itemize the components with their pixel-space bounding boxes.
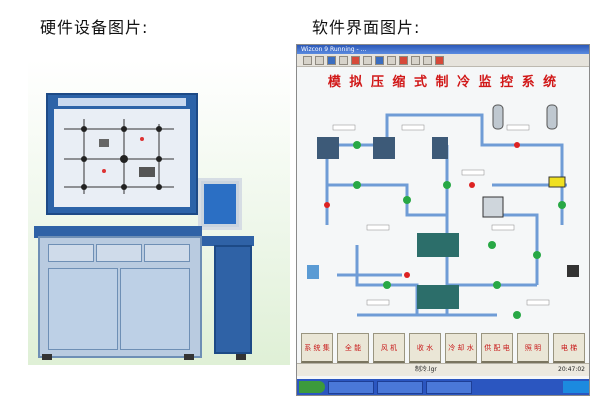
function-button[interactable]: 收 水 <box>409 333 441 363</box>
tank-icon <box>492 104 504 130</box>
hardware-photo <box>28 60 290 365</box>
status-time: 20:47:02 <box>558 366 585 373</box>
toolbar-icon[interactable] <box>351 55 360 65</box>
status-file: 制冷.lgr <box>415 366 437 373</box>
tank-icon <box>546 104 558 130</box>
panel-board <box>54 109 190 207</box>
chiller-icon <box>417 285 459 309</box>
system-tray <box>563 381 589 393</box>
toolbar-icon[interactable] <box>315 55 324 65</box>
side-desk-top <box>198 236 254 246</box>
toolbar-icon[interactable] <box>363 55 372 65</box>
toolbar-icon[interactable] <box>399 55 408 65</box>
pc-tower <box>214 245 252 354</box>
taskbar-item[interactable] <box>328 380 374 394</box>
panel-icon <box>307 265 319 279</box>
toolbar-icon[interactable] <box>411 55 420 65</box>
heat-exchanger-icon <box>482 196 504 218</box>
toolbar-icon[interactable] <box>339 55 348 65</box>
windows-taskbar <box>297 379 589 395</box>
function-button[interactable]: 照 明 <box>517 333 549 363</box>
toolbar <box>297 54 589 67</box>
function-button[interactable]: 供 配 电 <box>481 333 513 363</box>
caster <box>184 354 194 360</box>
cabinet-door <box>120 268 190 350</box>
desk-top <box>34 226 202 238</box>
caster <box>236 354 246 360</box>
software-screenshot: Wizcon 9 Running - ... 模 拟 压 缩 式 制 冷 监 控… <box>296 44 590 396</box>
function-button-row: 系 统 集 全 能 风 机 收 水 冷 却 水 供 配 电 照 明 电 梯 <box>301 333 585 363</box>
panel-wiring <box>64 119 174 194</box>
cabinet-door <box>48 268 118 350</box>
desk-cabinet <box>38 236 202 358</box>
toolbar-icon[interactable] <box>423 55 432 65</box>
function-button[interactable]: 冷 却 水 <box>445 333 477 363</box>
toolbar-icon[interactable] <box>327 55 336 65</box>
chiller-icon <box>417 233 459 257</box>
drawer <box>144 244 190 262</box>
hardware-caption: 硬件设备图片: <box>40 18 149 37</box>
label-tags <box>332 124 550 306</box>
sensor-icon <box>548 176 566 188</box>
drawer <box>96 244 142 262</box>
taskbar-item[interactable] <box>377 380 423 394</box>
toolbar-icon[interactable] <box>387 55 396 65</box>
valves <box>324 141 566 319</box>
panel-nameplate <box>58 98 186 106</box>
start-button[interactable] <box>299 381 325 393</box>
cooling-tower-icon <box>317 137 339 159</box>
refrigeration-diagram <box>307 104 579 319</box>
pump-icon <box>432 137 448 159</box>
panel-icon <box>567 265 579 277</box>
cooling-tower-icon <box>373 137 395 159</box>
status-bar: 制冷.lgr 20:47:02 <box>297 363 589 376</box>
software-caption: 软件界面图片: <box>312 18 421 37</box>
equipment <box>307 104 579 309</box>
monitor-screen <box>204 184 236 224</box>
function-button[interactable]: 全 能 <box>337 333 369 363</box>
computer-monitor <box>198 178 242 230</box>
toolbar-icon[interactable] <box>435 55 444 65</box>
window-titlebar: Wizcon 9 Running - ... <box>297 45 589 54</box>
toolbar-icon[interactable] <box>303 55 312 65</box>
caster <box>42 354 52 360</box>
function-button[interactable]: 系 统 集 <box>301 333 333 363</box>
control-panel <box>46 93 198 215</box>
function-button[interactable]: 风 机 <box>373 333 405 363</box>
function-button[interactable]: 电 梯 <box>553 333 585 363</box>
drawer <box>48 244 94 262</box>
toolbar-icon[interactable] <box>375 55 384 65</box>
app-title: 模 拟 压 缩 式 制 冷 监 控 系 统 <box>327 75 559 90</box>
taskbar-item[interactable] <box>426 380 472 394</box>
